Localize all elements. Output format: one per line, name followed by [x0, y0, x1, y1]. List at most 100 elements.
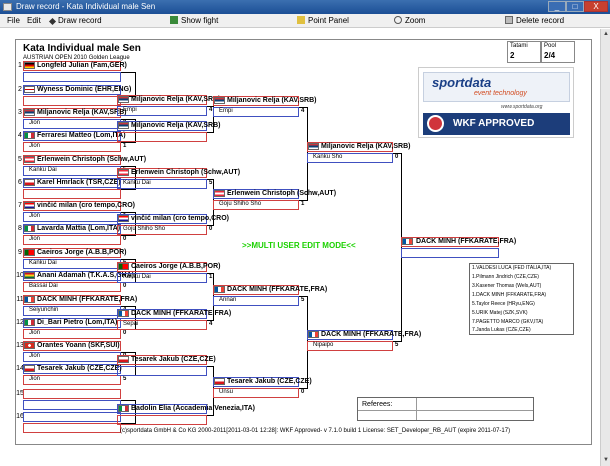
r2-competitor-name-box[interactable] [117, 168, 207, 178]
r1-competitor-name[interactable]: vinčić milan (cro tempo,CRO) [37, 202, 136, 209]
r1-competitor-name-box[interactable] [23, 389, 121, 399]
r2-competitor-name-box[interactable] [117, 121, 207, 131]
r1-competitor-name[interactable]: Wyness Dominic (EHR,ENG) [37, 86, 132, 93]
r3-competitor-name-box[interactable] [213, 189, 299, 199]
r2-competitor-name[interactable]: Erlenwein Christoph (Schw,AUT) [131, 169, 241, 176]
r1-competitor-club-box [23, 375, 121, 385]
r3-competitor-club: Goju Shiho Sho [219, 201, 262, 207]
maximize-button[interactable]: □ [566, 1, 584, 12]
r4-competitor-name-box[interactable] [307, 142, 393, 152]
scroll-down-icon[interactable]: ▼ [603, 457, 609, 463]
r1-competitor-name-box[interactable] [23, 364, 121, 374]
r1-competitor-flag-icon [24, 109, 35, 116]
menu-delete-record[interactable]: Delete record [505, 14, 564, 28]
r2-competitor-name-box[interactable] [117, 309, 207, 319]
r1-competitor-name-box[interactable] [23, 85, 121, 95]
r2-competitor-name-box[interactable] [117, 214, 207, 224]
r1-competitor-name-box[interactable] [23, 318, 121, 328]
r2-competitor-club: Kanku Dai [123, 180, 151, 186]
row-number: 12 [16, 319, 24, 326]
r1-competitor-name-box[interactable] [23, 155, 121, 165]
r1-competitor-name-box[interactable] [23, 61, 121, 71]
r3-competitor-name-box[interactable] [213, 96, 299, 106]
r1-competitor-name[interactable]: Di_Bari Pietro (Lom,ITA) [37, 319, 118, 326]
bracket-line [207, 179, 213, 180]
r2-competitor-name[interactable]: Badolin Elia (Accademia Venezia,ITA) [131, 405, 255, 412]
r3-competitor-name[interactable]: DACK MINH (FFKARATE,FRA) [227, 286, 328, 293]
minimize-button[interactable]: _ [548, 1, 566, 12]
r3-competitor-flag-icon [214, 97, 225, 104]
close-button[interactable]: X [584, 1, 608, 12]
r3-score: 0 [301, 389, 305, 395]
r3-competitor-name[interactable]: Miljanovic Relja (KAV,SRB) [227, 97, 317, 104]
r1-competitor-name[interactable]: Miljanovic Relja (KAV,SRB) [37, 109, 127, 116]
r1-competitor-name-box[interactable] [23, 412, 121, 422]
r2-score: 1 [209, 274, 213, 280]
final-winner-box[interactable] [401, 237, 499, 247]
r2-competitor-flag-icon [118, 356, 129, 363]
r1-competitor-name[interactable]: Ferraresi Matteo (Lom,ITA) [37, 132, 126, 139]
row-number: 4 [18, 132, 22, 139]
r2-competitor-name-box[interactable] [117, 95, 207, 105]
r1-competitor-name-box[interactable] [23, 224, 121, 234]
r3-competitor-name-box[interactable] [213, 377, 299, 387]
r2-competitor-name-box[interactable] [117, 355, 207, 365]
menu-point-panel[interactable]: Point Panel [297, 14, 349, 28]
r2-competitor-name-box[interactable] [117, 262, 207, 272]
r3-competitor-name-box[interactable] [213, 285, 299, 295]
r3-competitor-club-box [213, 296, 299, 306]
r2-competitor-name[interactable]: Caeiros Jorge (A.B.B,POR) [131, 263, 221, 270]
r1-competitor-name[interactable]: Tesarek Jakub (CZE,CZE) [37, 365, 122, 372]
r1-competitor-club-box [23, 235, 121, 245]
bracket-line [207, 415, 213, 416]
menu-show-fight[interactable]: Show fight [170, 14, 218, 28]
r3-competitor-flag-icon [214, 378, 225, 385]
final-winner-name[interactable]: DACK MINH (FFKARATE,FRA) [416, 238, 517, 245]
r3-competitor-flag-icon [214, 190, 225, 197]
result-item: 7.Janda Lukas (CZE,CZE) [472, 327, 531, 333]
r4-competitor-name[interactable]: DACK MINH (FFKARATE,FRA) [321, 331, 422, 338]
r1-competitor-name-box[interactable] [23, 108, 121, 118]
r2-competitor-flag-icon [118, 215, 129, 222]
r1-competitor-name[interactable]: Longfeld Julian (Fam,GER) [37, 62, 127, 69]
scroll-up-icon[interactable]: ▲ [603, 31, 609, 37]
panel-icon [297, 16, 305, 24]
r3-competitor-name[interactable]: Erlenwein Christoph (Schw,AUT) [227, 190, 337, 197]
r2-competitor-name-box[interactable] [117, 404, 207, 414]
r1-competitor-name-box[interactable] [23, 178, 121, 188]
r1-competitor-name-box[interactable] [23, 201, 121, 211]
r1-competitor-name[interactable]: DACK MINH (FFKARATE,FRA) [37, 296, 138, 303]
r1-competitor-club-box [23, 189, 121, 199]
r2-competitor-name[interactable]: vinčić milan (cro tempo,CRO) [131, 215, 230, 222]
r2-competitor-name[interactable]: Miljanovic Relja (KAV,SRB) [131, 122, 221, 129]
pool-box: Pool 2/4 [541, 41, 575, 63]
vertical-scrollbar[interactable]: ▲ ▼ [600, 29, 610, 466]
menu-draw-record[interactable]: Draw record [48, 14, 102, 28]
wkf-badge: WKF APPROVED [423, 113, 570, 135]
r4-competitor-name[interactable]: Miljanovic Relja (KAV,SRB) [321, 143, 411, 150]
r1-competitor-name-box[interactable] [23, 341, 121, 351]
r2-competitor-name[interactable]: Miljanovic Relja (KAV,SRB) [131, 96, 221, 103]
r1-competitor-name[interactable]: Orantes Yoann (SKF,SUI) [37, 342, 120, 349]
r2-competitor-name[interactable]: Tesarek Jakub (CZE,CZE) [131, 356, 216, 363]
menu-zoom[interactable]: Zoom [394, 14, 425, 28]
r1-competitor-name-box[interactable] [23, 295, 121, 305]
referees-box: Referees: [357, 397, 534, 421]
r1-competitor-name-box[interactable] [23, 271, 121, 281]
r2-competitor-name[interactable]: DACK MINH (FFKARATE,FRA) [131, 310, 232, 317]
r1-competitor-name-box[interactable] [23, 248, 121, 258]
r1-competitor-name-box[interactable] [23, 131, 121, 141]
menu-edit[interactable]: Edit [27, 16, 41, 25]
r3-competitor-name[interactable]: Tesarek Jakub (CZE,CZE) [227, 378, 312, 385]
r4-competitor-name-box[interactable] [307, 330, 393, 340]
r1-competitor-name[interactable]: Erlenwein Christoph (Schw,AUT) [37, 156, 147, 163]
r1-score: 1 [123, 143, 127, 149]
menu-file[interactable]: File [7, 16, 20, 25]
r1-competitor-name[interactable]: Caeiros Jorge (A.B.B,POR) [37, 249, 127, 256]
r1-competitor-name[interactable]: Karel Hmrlack (TSR,CZE) [37, 179, 121, 186]
bracket-line [121, 352, 135, 353]
r2-competitor-club-box [117, 273, 207, 283]
r1-competitor-club: Kanku Dai [29, 167, 57, 173]
r1-competitor-name[interactable]: Lavarda Mattia (Lom,ITA) [37, 225, 121, 232]
r1-competitor-name[interactable]: Anani Adamah (T.K.A.S,GHA) [37, 272, 134, 279]
